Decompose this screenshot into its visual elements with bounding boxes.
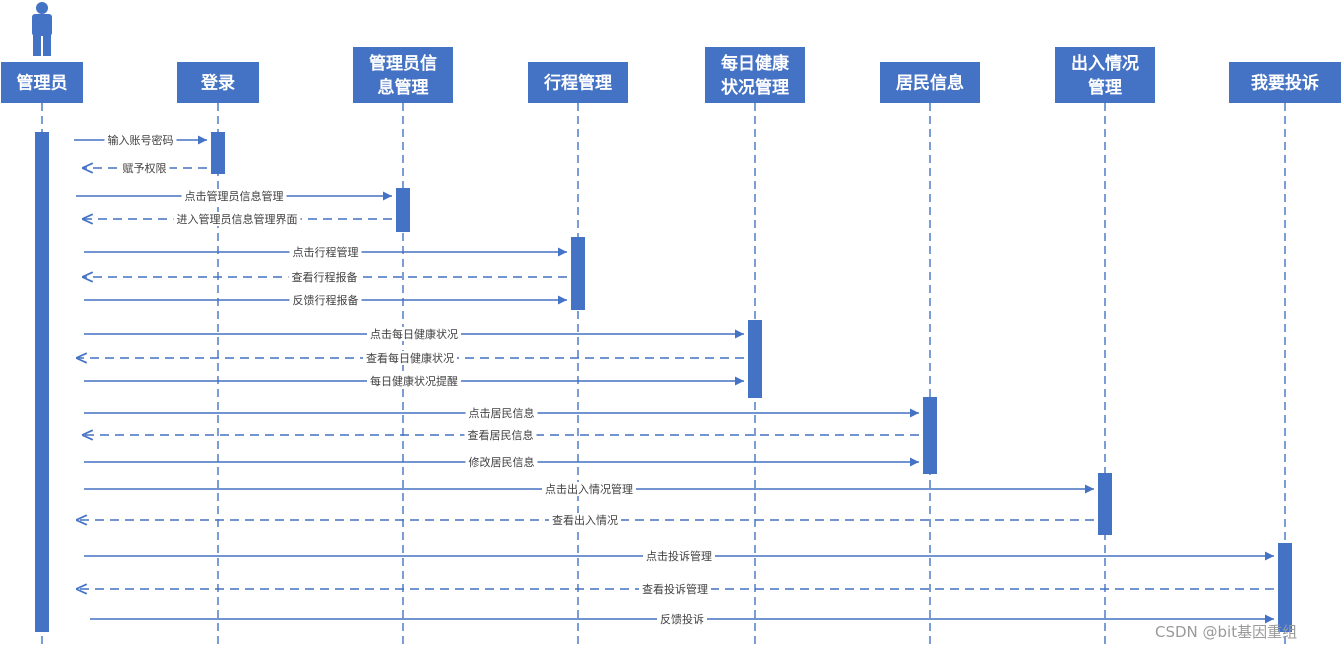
message-label-bg [639, 582, 711, 596]
participant-label: 我要投诉 [1251, 73, 1319, 94]
message-8: 点击每日健康状况 [84, 327, 744, 341]
message-label: 点击管理员信息管理 [185, 189, 284, 203]
participant-complaint: 我要投诉 [1229, 62, 1341, 103]
message-12: 查看居民信息 [82, 428, 919, 442]
message-3: 点击管理员信息管理 [76, 189, 392, 203]
message-label: 查看居民信息 [468, 428, 534, 442]
message-9: 查看每日健康状况 [76, 351, 744, 365]
participant-label: 登录 [200, 73, 235, 94]
message-label: 点击投诉管理 [646, 549, 712, 563]
participant-inout: 出入情况管理 [1055, 47, 1155, 103]
participant-box [1229, 62, 1341, 103]
message-label-bg [643, 549, 715, 563]
activation-bar-admin [35, 132, 49, 632]
participant-box [1055, 47, 1155, 103]
participant-label: 出入情况 [1071, 53, 1139, 74]
message-label: 查看每日健康状况 [366, 351, 454, 365]
participant-box [880, 62, 980, 103]
message-14: 点击出入情况管理 [84, 482, 1094, 496]
participant-admin: 管理员 [1, 62, 83, 103]
activation-bar-complaint [1278, 543, 1292, 632]
activation-bar-daily_health [748, 320, 762, 398]
participant-box [353, 47, 453, 103]
activation-bar-inout [1098, 473, 1112, 535]
participant-label: 居民信息 [896, 73, 964, 94]
message-label: 点击居民信息 [469, 406, 535, 420]
participant-label: 息管理 [378, 77, 429, 98]
message-10: 每日健康状况提醒 [84, 374, 744, 388]
message-2: 赋予权限 [82, 161, 207, 175]
message-label: 进入管理员信息管理界面 [177, 212, 298, 226]
message-label: 输入账号密码 [108, 133, 174, 147]
message-label-bg [465, 406, 538, 420]
message-label-bg [181, 189, 287, 203]
message-label-bg [367, 374, 461, 388]
participant-itinerary: 行程管理 [528, 62, 628, 103]
message-label-bg [367, 327, 461, 341]
message-label: 查看投诉管理 [642, 582, 708, 596]
message-4: 进入管理员信息管理界面 [82, 212, 392, 226]
message-label: 查看行程报备 [292, 270, 358, 284]
activation-bar-admin_info [396, 188, 410, 232]
participant-box [1, 62, 83, 103]
activation-bar-itinerary [571, 237, 585, 310]
activation-bar-login [211, 132, 225, 174]
participant-box [705, 47, 805, 103]
message-label: 点击每日健康状况 [370, 327, 458, 341]
participant-label: 管理 [1088, 77, 1122, 98]
message-label: 修改居民信息 [469, 455, 535, 469]
message-label: 反馈投诉 [660, 612, 704, 626]
person-icon [32, 2, 52, 56]
participant-admin_info: 管理员信息管理 [353, 47, 453, 103]
participant-label: 状况管理 [721, 77, 789, 98]
message-1: 输入账号密码 [74, 133, 207, 147]
participant-resident: 居民信息 [880, 62, 980, 103]
participant-label: 管理员信 [369, 53, 437, 74]
watermark: CSDN @bit基因重组 [1155, 623, 1298, 641]
message-18: 反馈投诉 [90, 612, 1274, 626]
message-label-bg [104, 133, 177, 147]
participant-login: 登录 [177, 62, 259, 103]
message-label-bg [542, 482, 636, 496]
participant-box [528, 62, 628, 103]
message-label-bg [464, 428, 537, 442]
message-13: 修改居民信息 [84, 455, 919, 469]
message-7: 反馈行程报备 [84, 293, 567, 307]
message-label-bg [289, 245, 362, 259]
message-17: 查看投诉管理 [76, 582, 1274, 596]
message-label-bg [657, 612, 707, 626]
message-label-bg [465, 455, 538, 469]
message-11: 点击居民信息 [84, 406, 919, 420]
message-label-bg [119, 161, 170, 175]
message-16: 点击投诉管理 [84, 549, 1274, 563]
message-label-bg [549, 513, 621, 527]
message-label: 赋予权限 [123, 162, 167, 175]
message-label-bg [288, 270, 361, 284]
message-label-bg [289, 293, 362, 307]
message-label: 点击出入情况管理 [545, 482, 633, 496]
participant-label: 每日健康 [721, 53, 790, 74]
message-label: 查看出入情况 [552, 513, 618, 527]
message-label-bg [363, 351, 457, 365]
message-label: 点击行程管理 [293, 245, 359, 259]
participant-label: 管理员 [17, 73, 68, 94]
message-label: 反馈行程报备 [293, 293, 359, 307]
message-15: 查看出入情况 [76, 513, 1094, 527]
message-5: 点击行程管理 [84, 245, 567, 259]
participant-label: 行程管理 [543, 73, 612, 94]
message-label: 每日健康状况提醒 [370, 374, 458, 388]
activation-bar-resident [923, 397, 937, 474]
participant-box [177, 62, 259, 103]
message-6: 查看行程报备 [82, 270, 567, 284]
message-label-bg [173, 212, 301, 226]
